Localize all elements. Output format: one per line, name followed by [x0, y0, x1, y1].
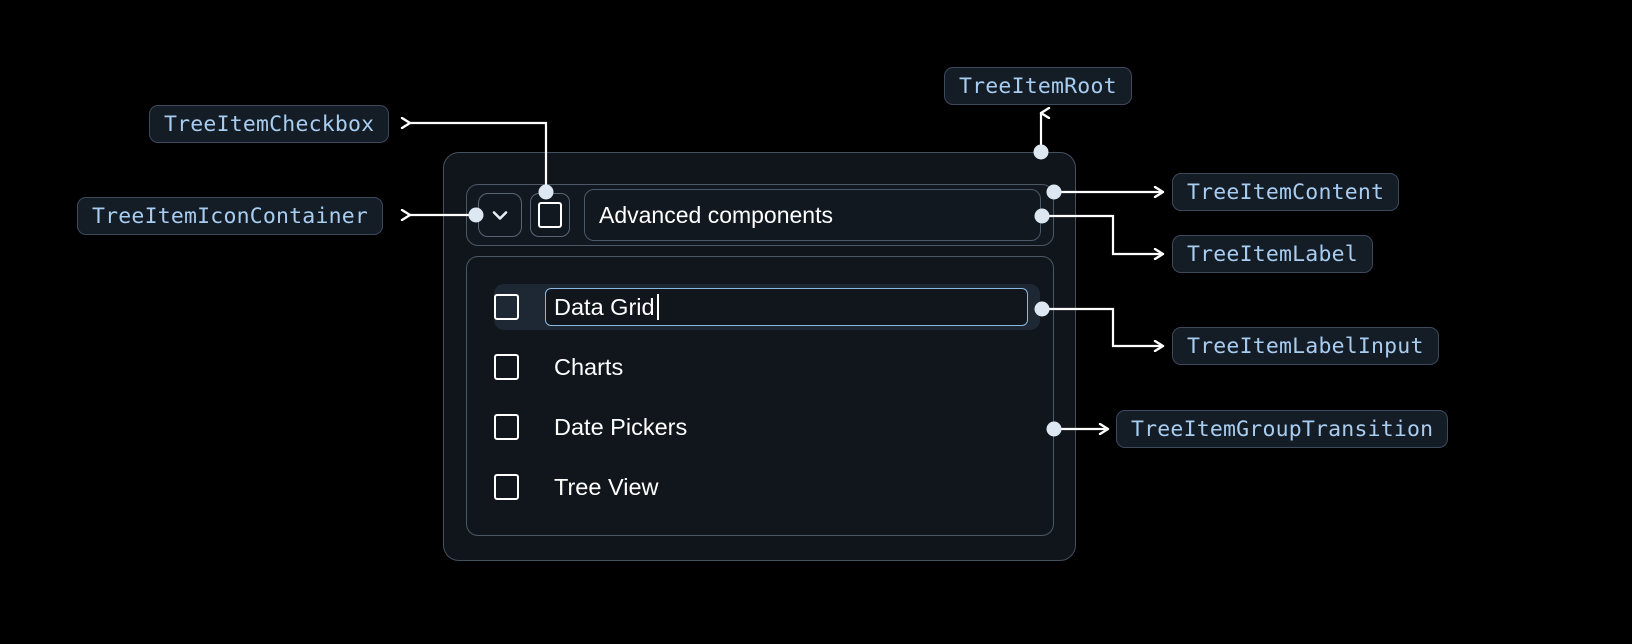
tree-row-tree-view[interactable]: Tree View: [494, 464, 1040, 510]
badge-tree-item-group-transition[interactable]: TreeItemGroupTransition: [1116, 410, 1449, 448]
badge-tree-item-checkbox[interactable]: TreeItemCheckbox: [149, 105, 390, 143]
tree-item-label-input[interactable]: Data Grid: [545, 288, 1028, 326]
label-input-value: Data Grid: [554, 293, 655, 320]
tree-row-charts[interactable]: Charts: [494, 344, 1040, 390]
badge-label: TreeItemLabelInput: [1187, 333, 1424, 359]
anchor-checkbox: [538, 184, 554, 200]
badge-label: TreeItemGroupTransition: [1131, 416, 1434, 442]
checkbox-glyph: [538, 202, 562, 228]
badge-label: TreeItemIconContainer: [92, 203, 369, 229]
tree-item-label[interactable]: Advanced components: [584, 189, 1041, 241]
tree-row-label: Date Pickers: [554, 413, 688, 440]
wire-label: [1042, 214, 1163, 254]
tree-row-checkbox[interactable]: [494, 474, 519, 500]
anchor-group-transition: [1046, 421, 1062, 437]
tree-item-group-transition: Data Grid Charts Date Pickers Tree View: [466, 256, 1054, 536]
tree-row-checkbox[interactable]: [494, 294, 519, 320]
chevron-down-icon: [492, 211, 508, 220]
badge-label: TreeItemLabel: [1187, 241, 1358, 267]
badge-tree-item-label[interactable]: TreeItemLabel: [1172, 235, 1373, 273]
anchor-icon-container: [468, 207, 484, 223]
anchor-label-input: [1034, 301, 1050, 317]
anchor-content: [1046, 184, 1062, 200]
tree-row-checkbox[interactable]: [494, 354, 519, 380]
wire-anchors: [468, 144, 1062, 437]
badge-tree-item-icon-container[interactable]: TreeItemIconContainer: [77, 197, 384, 235]
tree-item-label-text: Advanced components: [599, 201, 833, 228]
badge-tree-item-content[interactable]: TreeItemContent: [1172, 173, 1400, 211]
badge-tree-item-label-input[interactable]: TreeItemLabelInput: [1172, 327, 1439, 365]
tree-row-data-grid[interactable]: Data Grid: [494, 284, 1040, 330]
wire-checkbox: [410, 123, 548, 192]
wire-label-input: [1042, 307, 1163, 346]
tree-row-label: Tree View: [554, 473, 659, 500]
badge-label: TreeItemContent: [1187, 179, 1385, 205]
tree-row-date-pickers[interactable]: Date Pickers: [494, 404, 1040, 450]
tree-item-content[interactable]: Advanced components: [466, 184, 1054, 246]
anchor-root: [1033, 144, 1049, 160]
text-caret: [656, 294, 659, 320]
badge-tree-item-root[interactable]: TreeItemRoot: [944, 67, 1132, 105]
badge-label: TreeItemRoot: [959, 73, 1117, 99]
badge-label: TreeItemCheckbox: [164, 111, 375, 137]
anchor-label: [1034, 208, 1050, 224]
tree-row-checkbox[interactable]: [494, 414, 519, 440]
tree-row-label: Charts: [554, 353, 624, 380]
